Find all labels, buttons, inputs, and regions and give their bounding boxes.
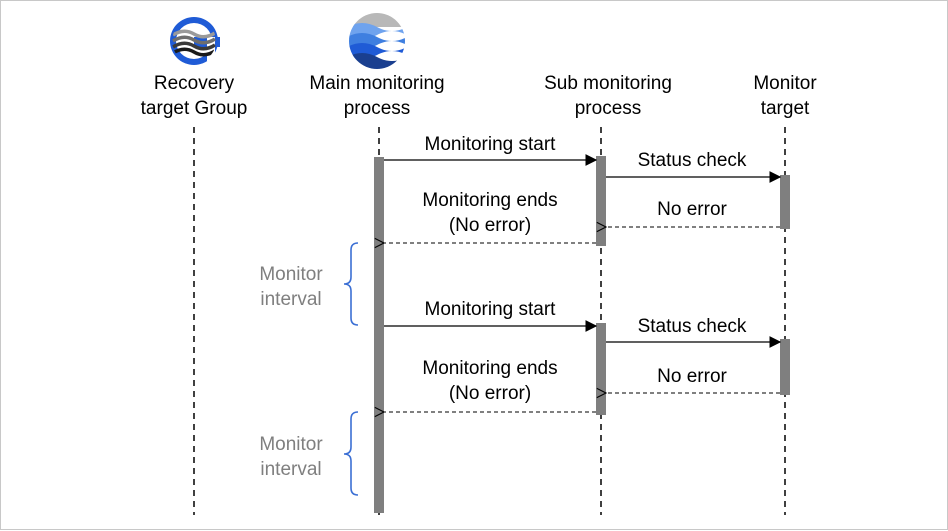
interval-brace-1 <box>343 242 359 326</box>
participant-1-line1: Recovery <box>154 73 235 94</box>
label-monitoring-start-2: Monitoring start <box>425 299 557 320</box>
label-no-error-1: No error <box>657 199 727 220</box>
interval-2-line1: Monitor <box>259 434 323 455</box>
interval-1-line2: interval <box>260 289 321 310</box>
label-status-check-2: Status check <box>638 316 747 337</box>
participant-1-line2: target Group <box>141 98 248 119</box>
interval-2-line2: interval <box>260 459 321 480</box>
activation-sub-2 <box>596 323 606 415</box>
activation-target-2 <box>780 339 790 395</box>
label-status-check-1: Status check <box>638 150 747 171</box>
label-monitoring-ends-2-line2: (No error) <box>449 383 531 404</box>
participant-3-line2: process <box>575 98 642 119</box>
label-monitoring-ends-1-line1: Monitoring ends <box>422 190 557 211</box>
activation-main <box>374 157 384 513</box>
label-monitoring-ends-1-line2: (No error) <box>449 215 531 236</box>
participant-4-line1: Monitor <box>753 73 817 94</box>
interval-brace-2 <box>343 411 359 496</box>
interval-1-line1: Monitor <box>259 264 323 285</box>
participant-2-line1: Main monitoring <box>309 73 444 94</box>
activation-target-1 <box>780 175 790 229</box>
activation-sub-1 <box>596 156 606 246</box>
monitoring-process-icon <box>349 13 405 69</box>
participant-4-line2: target <box>761 98 810 119</box>
participant-3-line1: Sub monitoring <box>544 73 672 94</box>
label-no-error-2: No error <box>657 366 727 387</box>
label-monitoring-ends-2-line1: Monitoring ends <box>422 358 557 379</box>
recovery-group-icon <box>170 17 220 65</box>
label-monitoring-start-1: Monitoring start <box>425 134 557 155</box>
participant-2-line2: process <box>344 98 411 119</box>
